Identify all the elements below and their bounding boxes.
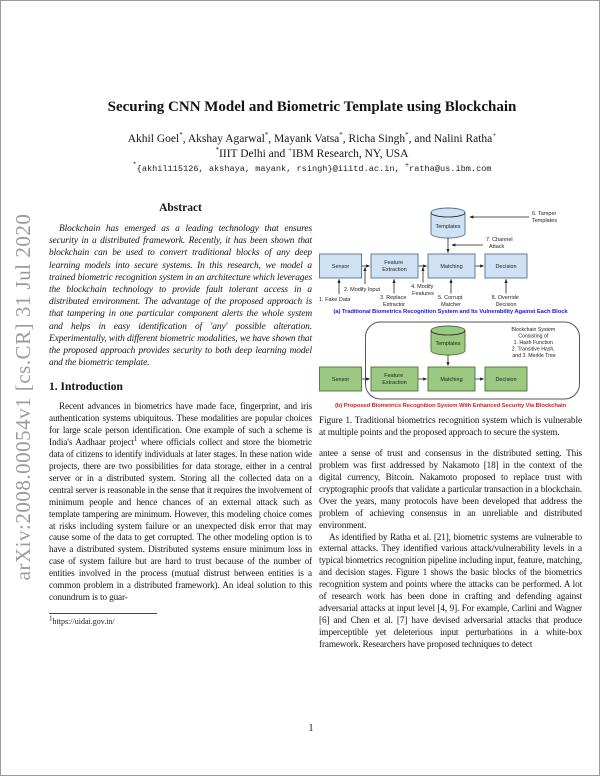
footnote-reference[interactable]: 1 (133, 435, 138, 444)
decision-box (484, 366, 528, 392)
attack-1-fake-data-label: 1. Fake Data (319, 297, 351, 303)
arxiv-watermark: arXiv:2008.00054v1 [cs.CR] 31 Jul 2020 (11, 213, 35, 581)
figure1-caption: Figure 1. Traditional biometrics recogni… (319, 416, 582, 438)
blockchain-boundary (365, 321, 580, 400)
right-column: Templates 6. Tamper Templates 7. Channel… (319, 202, 582, 651)
author: Akhil Goel*, (127, 131, 188, 145)
section-heading-introduction: 1. Introduction (49, 381, 123, 394)
footnote: 1https://uidai.gov.in/ (49, 614, 115, 626)
abstract-heading: Abstract (159, 202, 202, 214)
author: Akshay Agarwal*, (187, 131, 275, 145)
sensor-box (319, 253, 362, 279)
attack-5-corrupt-matcher-label: 5. Corrupt Matcher (438, 295, 464, 308)
decision-label: Decision (495, 264, 516, 270)
matching-box (427, 366, 476, 392)
attack-6-tamper-templates-label: 6. Tamper Templates (532, 211, 558, 224)
templates-label: Templates (435, 341, 460, 347)
author: Richa Singh*, and (348, 131, 434, 145)
matching-box (427, 253, 476, 279)
figure1a-traditional-pipeline-diagram: Templates 6. Tamper Templates 7. Channel… (319, 207, 558, 308)
paper-title: Securing CNN Model and Biometric Templat… (107, 99, 517, 115)
templates-database-cylinder: Templates (430, 207, 466, 239)
templates-database-cylinder: Templates (430, 325, 466, 356)
left-column: Abstract Blockchain has emerged as a lea… (49, 202, 312, 626)
footnote-rule (49, 612, 157, 614)
blockchain-system-note: Blockchain System Consisting of 1. Hash … (511, 327, 556, 359)
feature-extraction-label: Feature Extraction (382, 373, 406, 386)
matching-label: Matching (440, 264, 462, 270)
affiliation-marker: * (264, 131, 269, 140)
right-paragraph-1: antee a sense of trust and consensus in … (319, 448, 582, 530)
attack-2-modify-input-label: 2. Modify Input (344, 287, 381, 293)
email-line: *{akhil115126, akshaya, mayank, rsingh}@… (132, 162, 492, 174)
figure1b-proposed-pipeline-diagram: Templates Blockchain System Consisting o… (319, 321, 580, 400)
author-line: Akhil Goel*, Akshay Agarwal*, Mayank Vat… (40, 131, 584, 145)
attack-3-replace-extractor-label: 3. Replace Extractor (380, 295, 408, 308)
affiliation-line: *IIIT Delhi and +IBM Research, NY, USA (215, 146, 409, 160)
figure1a-caption: (a) Traditional Biometrics Recognition S… (333, 309, 568, 315)
author: Nalini Ratha+ (433, 131, 497, 145)
introduction-paragraph: Recent advances in biometrics have made … (49, 401, 312, 602)
attack-8-override-decision-label: 8. Override Decision (492, 295, 521, 308)
affiliation-marker: * (405, 131, 409, 140)
attack-4-modify-features-label: 4. Modify Features (411, 284, 435, 297)
matching-label: Matching (440, 377, 462, 383)
affiliation-marker: * (339, 131, 343, 140)
feature-extraction-box (370, 253, 419, 279)
figure1b-caption: (b) Proposed Biometrics Recognition Syst… (334, 403, 567, 409)
affiliation-marker: + (492, 131, 497, 140)
attack-7-channel-attack-label: 7. Channel Attack (486, 237, 514, 250)
author: Mayank Vatsa*, (274, 131, 349, 145)
footnote-url-link[interactable]: https://uidai.gov.in/ (52, 616, 115, 626)
abstract-text: Blockchain has emerged as a leading tech… (49, 224, 312, 369)
affiliation-marker: * (179, 131, 183, 140)
templates-label: Templates (435, 224, 460, 230)
sensor-label: Sensor (332, 264, 350, 270)
decision-box (484, 253, 528, 279)
right-paragraph-2: As identified by Ratha et al. [21], biom… (319, 531, 582, 649)
feature-extraction-box (370, 366, 419, 392)
feature-extraction-label: Feature Extraction (382, 260, 406, 273)
sensor-box (319, 366, 362, 392)
page-number: 1 (308, 723, 314, 734)
decision-label: Decision (495, 377, 516, 383)
sensor-label: Sensor (332, 377, 350, 383)
